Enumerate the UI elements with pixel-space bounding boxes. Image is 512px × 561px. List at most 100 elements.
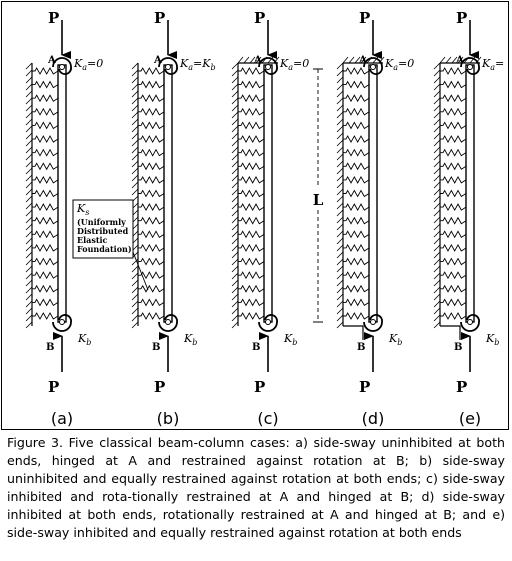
spring: [32, 216, 59, 225]
wall-hatch: [433, 279, 441, 287]
spring: [238, 189, 265, 198]
top-support-hatch: [237, 56, 244, 64]
spring: [32, 107, 59, 116]
wall-hatch: [231, 293, 239, 301]
wall-hatch: [336, 153, 344, 161]
spring: [343, 107, 370, 116]
foundation-callout: Ks(UniformlyDistributedElasticFoundation…: [72, 199, 149, 291]
wall-hatch: [336, 272, 344, 280]
wall-hatch: [433, 202, 441, 210]
wall-hatch: [25, 279, 33, 287]
point-b-label: B: [357, 342, 365, 353]
spring: [440, 244, 467, 252]
bottom-stiffness-label: Kb: [283, 332, 297, 347]
wall-hatch: [433, 97, 441, 105]
wall-hatch: [433, 132, 441, 140]
beam-column: [465, 64, 475, 323]
spring: [343, 203, 370, 212]
wall-hatch: [131, 118, 139, 126]
spring: [343, 94, 370, 103]
spring: [238, 216, 265, 225]
spring: [138, 257, 165, 266]
wall-hatch: [231, 174, 239, 182]
foundation-text-line: (Uniformly: [77, 217, 126, 227]
wall-hatch: [231, 209, 239, 217]
wall-hatch: [131, 307, 139, 315]
spring: [440, 216, 467, 225]
wall-hatch: [131, 153, 139, 161]
wall-hatch: [25, 209, 33, 217]
top-support-hatch: [439, 56, 446, 64]
bottom-support: [440, 325, 461, 340]
wall-hatch: [433, 111, 441, 119]
wall-hatch: [433, 62, 441, 70]
wall-hatch: [131, 132, 139, 140]
wall-hatch: [131, 62, 139, 70]
spring: [32, 284, 59, 293]
wall-hatch: [336, 97, 344, 105]
spring: [343, 312, 370, 320]
wall-hatch: [131, 188, 139, 196]
wall-hatch: [131, 76, 139, 84]
beam-column-diagram: PPABKa=0Kb(a)PPABKa=KbKb(b)PPABKa=0Kb(c)…: [25, 9, 504, 428]
spring: [32, 80, 59, 89]
spring: [440, 257, 467, 266]
wall-hatch: [336, 83, 344, 91]
wall-hatch: [336, 188, 344, 196]
figure-caption: Figure 3. Five classical beam-column cas…: [7, 435, 505, 540]
wall-hatch: [433, 216, 441, 224]
rotational-spring: [52, 314, 72, 332]
wall-hatch: [336, 111, 344, 119]
spring: [440, 230, 467, 239]
wall-hatch: [25, 83, 33, 91]
wall-hatch: [131, 286, 139, 294]
wall-hatch: [231, 265, 239, 273]
spring: [138, 148, 165, 157]
rotational-spring: [363, 314, 383, 332]
spring: [238, 298, 265, 307]
wall-hatch: [25, 139, 33, 147]
wall-hatch: [131, 293, 139, 301]
spring: [138, 244, 165, 252]
rotational-spring: [158, 57, 178, 75]
spring: [238, 244, 265, 252]
wall-hatch: [131, 314, 139, 322]
wall-hatch: [231, 132, 239, 140]
load-label-bottom: P: [48, 378, 59, 396]
wall-hatch: [433, 230, 441, 238]
wall-hatch: [25, 167, 33, 175]
point-b-label: B: [46, 342, 54, 353]
spring: [238, 148, 265, 157]
wall-hatch: [231, 167, 239, 175]
spring: [238, 203, 265, 212]
beam-column: [57, 64, 67, 323]
spring: [238, 284, 265, 293]
wall-hatch: [433, 251, 441, 259]
beam-column: [263, 64, 273, 323]
wall-hatch: [25, 69, 33, 77]
wall-hatch: [336, 174, 344, 182]
wall-hatch: [336, 90, 344, 98]
spring: [32, 230, 59, 239]
wall-hatch: [25, 307, 33, 315]
wall-hatch: [336, 69, 344, 77]
spring: [32, 148, 59, 157]
wall-hatch: [433, 174, 441, 182]
beam-column: [163, 64, 173, 323]
wall-hatch: [25, 223, 33, 231]
spring: [138, 121, 165, 130]
wall-hatch: [25, 174, 33, 182]
wall-hatch: [25, 300, 33, 308]
wall-hatch: [231, 195, 239, 203]
wall-hatch: [131, 160, 139, 168]
bottom-stiffness-label: Kb: [77, 332, 91, 347]
top-support-hatch: [354, 56, 361, 64]
spring: [440, 203, 467, 212]
case-label: (e): [459, 409, 481, 428]
spring: [32, 135, 59, 143]
spring: [343, 148, 370, 157]
wall-hatch: [433, 314, 441, 322]
wall-hatch: [336, 230, 344, 238]
foundation-text-line: Elastic: [77, 235, 108, 245]
